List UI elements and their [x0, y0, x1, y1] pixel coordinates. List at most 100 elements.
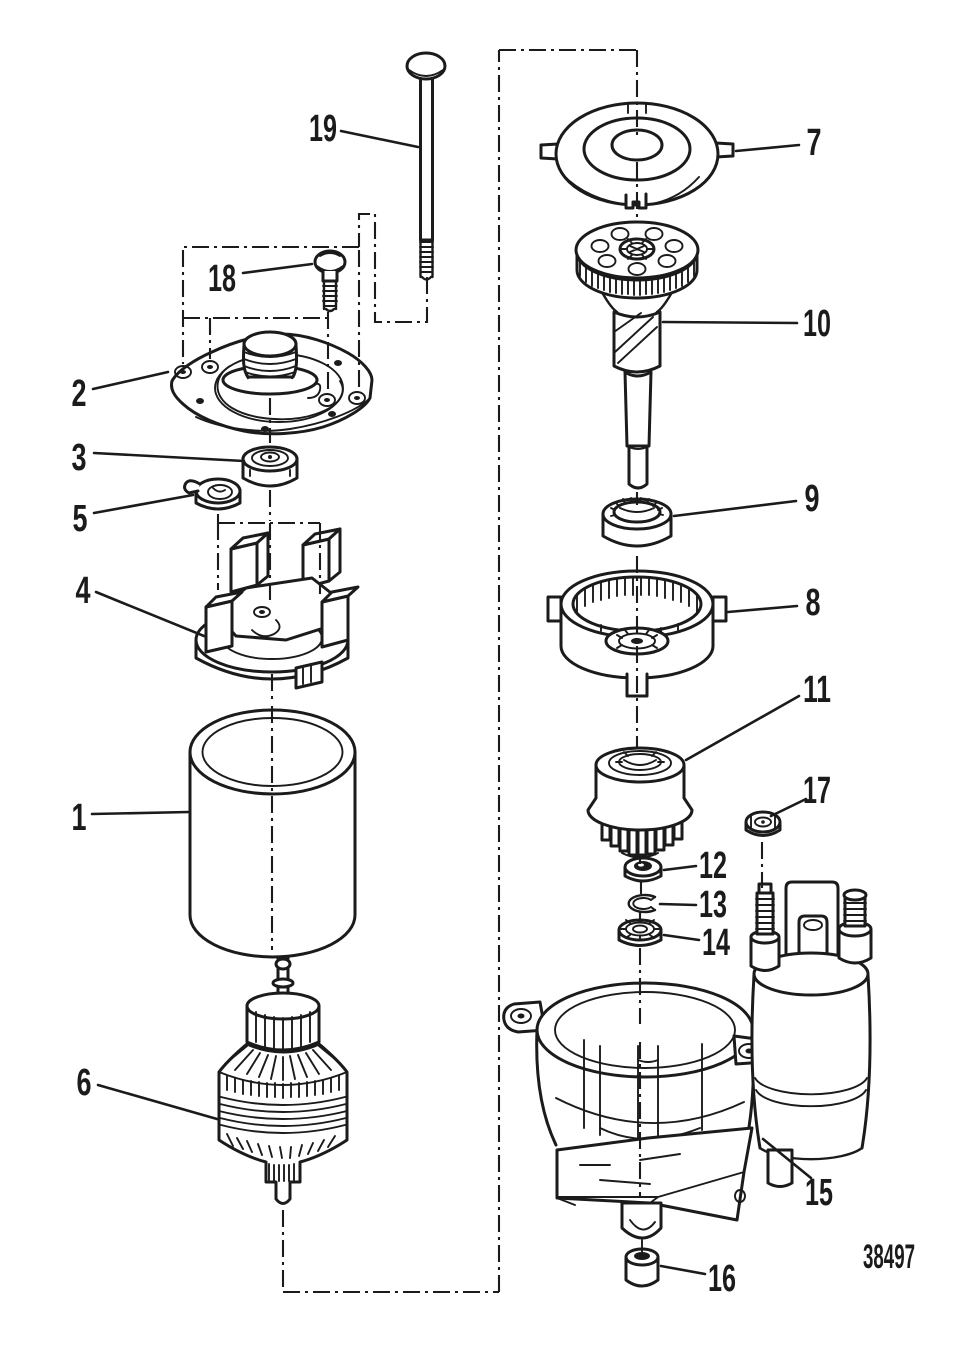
- callout-label-3: 3: [72, 437, 87, 479]
- part-2-end-cap-stroke: [242, 330, 298, 358]
- part-15-drive-housing-stroke: [554, 991, 736, 1069]
- assembly-centerlines-stroke: [638, 857, 643, 1198]
- leader-line-6: [96, 1083, 219, 1121]
- part-15-solenoid-stroke: [752, 975, 870, 1150]
- part-15-solenoid-stroke: [803, 919, 823, 931]
- part-6-armature-stroke: [274, 957, 292, 971]
- leader-line-2: [91, 370, 170, 391]
- leader-line-11: [684, 694, 801, 762]
- part-1-frame-cylinder: [188, 708, 357, 959]
- part-5-clip: [183, 477, 242, 511]
- leader-line-5: [92, 493, 195, 515]
- part-3-bearing-stroke: [260, 451, 280, 463]
- leader-line-12: [662, 864, 698, 872]
- leader-line-14: [662, 933, 701, 942]
- part-4-brush-holder-stroke: [229, 541, 259, 594]
- part-11-pinion-gear-stroke: [608, 750, 672, 776]
- part-9-bearing-ring-stroke: [619, 507, 655, 513]
- leader-line-3: [92, 451, 246, 463]
- part-10-drive-shaft-stroke: [612, 310, 662, 374]
- part-6-armature-stroke: [224, 1045, 342, 1081]
- part-10-drive-shaft-stroke: [623, 370, 653, 448]
- leader-line-1: [90, 810, 191, 816]
- part-10-drive-shaft-stroke: [627, 444, 649, 490]
- part-6-armature-stroke: [268, 1163, 295, 1182]
- callout-label-14: 14: [702, 922, 730, 964]
- part-3-bearing-stroke: [251, 449, 289, 467]
- part-2-end-cap-stroke: [207, 365, 213, 369]
- part-6-armature-stroke: [245, 991, 321, 1021]
- part-3-bearing-stroke: [268, 455, 272, 459]
- part-17-nut-stroke: [750, 815, 776, 830]
- part-10-drive-shaft-stroke: [664, 239, 684, 253]
- callout-label-7: 7: [807, 122, 822, 164]
- part-4-brush-holder-stroke: [204, 590, 244, 609]
- leader-line-15: [761, 1137, 813, 1180]
- leader-line-18: [241, 262, 314, 275]
- part-19-through-bolt-stroke: [408, 69, 444, 77]
- leader-line-17: [769, 797, 808, 818]
- part-10-drive-shaft-stroke: [610, 227, 630, 241]
- part-11-pinion-gear-stroke: [623, 759, 657, 766]
- part-4-brush-holder-stroke: [253, 606, 271, 618]
- part-15-drive-housing-stroke: [535, 981, 755, 1079]
- part-7-end-cover-stroke: [627, 102, 647, 114]
- part-5-clip-stroke: [212, 487, 226, 493]
- part-8-gear-cup: [546, 569, 728, 698]
- part-3-bearing: [241, 445, 299, 488]
- callout-label-18: 18: [208, 258, 236, 300]
- part-2-end-cap-stroke: [195, 397, 371, 432]
- part-18-screw: [313, 249, 347, 313]
- part-2-end-cap-stroke: [216, 365, 344, 421]
- part-17-nut: [744, 810, 782, 837]
- part-19-through-bolt: [405, 51, 447, 281]
- part-10-drive-shaft-stroke: [657, 254, 677, 268]
- part-4-brush-holder-stroke: [294, 660, 324, 690]
- figure-number: 38497: [863, 1238, 915, 1276]
- part-1-frame-cylinder-stroke: [188, 750, 357, 959]
- leader-line-16: [659, 1264, 707, 1276]
- part-12-washer-stroke: [638, 863, 644, 867]
- part-2-end-cap-stroke: [328, 411, 336, 417]
- part-18-screw-stroke: [321, 269, 339, 283]
- part-10-drive-shaft-stroke: [613, 312, 658, 364]
- callout-label-9: 9: [805, 478, 820, 520]
- callout-label-12: 12: [699, 845, 727, 887]
- leader-line-9: [672, 499, 798, 518]
- part-8-gear-cup-stroke: [546, 595, 563, 623]
- part-15-solenoid-stroke: [837, 928, 873, 965]
- part-13-snap-ring-stroke: [632, 897, 652, 910]
- part-8-gear-cup-stroke: [711, 595, 728, 623]
- part-18-screw-stroke: [322, 285, 338, 307]
- part-2-end-cap-stroke: [334, 360, 342, 366]
- callout-label-1: 1: [72, 797, 87, 839]
- part-15-mount-bracket-stroke: [620, 1201, 663, 1240]
- part-9-bearing-ring: [601, 497, 673, 548]
- part-6-armature-stroke: [271, 977, 295, 989]
- part-10-drive-shaft-stroke: [579, 260, 695, 296]
- part-8-gear-cup-stroke: [576, 576, 698, 613]
- part-2-end-cap: [170, 330, 374, 436]
- part-4-brush-holder-stroke: [204, 599, 234, 654]
- part-16-bushing: [624, 1239, 660, 1288]
- part-15-drive-housing-stroke: [517, 1013, 525, 1019]
- leader-line-8: [726, 604, 799, 614]
- part-7-end-cover-stroke: [610, 128, 664, 162]
- part-15-mount-bracket-stroke: [629, 1219, 656, 1231]
- part-10-drive-shaft-stroke: [590, 239, 610, 253]
- part-15-drive-housing-stroke: [510, 1008, 532, 1024]
- part-13-snap-ring-stroke: [627, 893, 657, 914]
- part-15-mount-bracket-stroke: [734, 1189, 746, 1203]
- assembly-centerlines-stroke: [357, 212, 429, 324]
- part-19-through-bolt-stroke: [405, 51, 447, 81]
- part-15-drive-housing-stroke: [555, 1097, 745, 1124]
- part-19-through-bolt-stroke: [419, 76, 434, 242]
- part-6-armature-stroke: [226, 1133, 336, 1159]
- part-12-washer: [623, 856, 663, 883]
- callout-label-16: 16: [708, 1258, 736, 1300]
- assembly-centerlines-stroke: [281, 48, 639, 1294]
- part-15-solenoid-stroke: [754, 1077, 868, 1108]
- part-15-solenoid-stroke: [843, 902, 867, 922]
- callout-label-2: 2: [72, 373, 87, 415]
- part-2-end-cap-stroke: [180, 370, 186, 374]
